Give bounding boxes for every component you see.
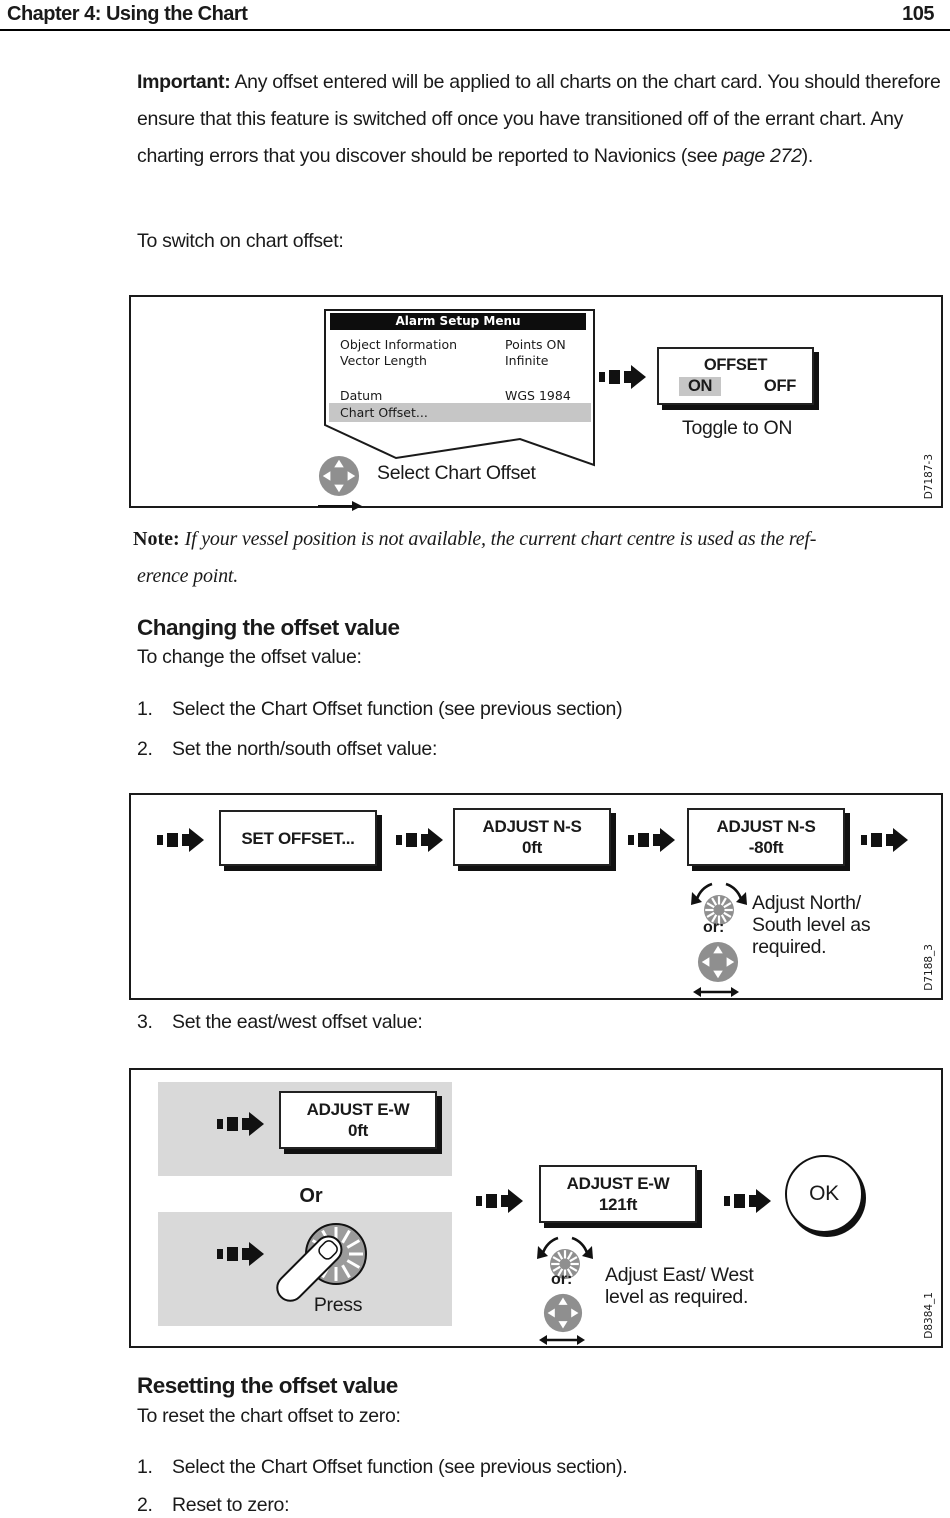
step-number: 3. [137, 1011, 153, 1033]
rotary-knob-icon [691, 882, 747, 925]
rotary-knob-icon [537, 1236, 593, 1279]
note-label: Note: [133, 528, 180, 550]
or-label: or: [551, 1271, 573, 1288]
menu-row-value: Points ON [505, 337, 566, 352]
menu-row-value: Infinite [505, 353, 549, 368]
resetting-lead: To reset the chart offset to zero: [137, 1405, 401, 1427]
menu-row-value: WGS 1984 [505, 388, 571, 403]
adjust-ew-caption: Adjust East/ West level as required. [605, 1264, 754, 1308]
figure-id: D7188_3 [923, 944, 935, 991]
important-paragraph: Important: Any offset entered will be ap… [137, 64, 949, 175]
menu-row-object-information: Object Information Points ON [340, 337, 586, 353]
softkey-value: 0ft [348, 1121, 368, 1140]
or-label: or: [703, 919, 725, 936]
softkey-value: 0ft [522, 838, 542, 857]
chapter-title: Chapter 4: Using the Chart [7, 3, 248, 25]
offset-toggle-box: OFFSET ON OFF [657, 347, 814, 405]
softkey-label: ADJUST N-S [482, 817, 582, 836]
joystick-icon [697, 941, 739, 983]
dashed-arrow-icon [724, 1189, 771, 1213]
resetting-step-2: 2. Reset to zero: [137, 1494, 290, 1517]
changing-step-1: 1. Select the Chart Offset function (see… [137, 698, 623, 721]
step-number: 1. [137, 1456, 153, 1478]
dashed-arrow-icon [628, 828, 675, 852]
press-caption: Press [313, 1294, 363, 1316]
step-number: 2. [137, 738, 153, 760]
dashed-arrow-icon [476, 1189, 523, 1213]
ok-button: OK [785, 1155, 863, 1233]
toggle-caption: Toggle to ON [682, 417, 793, 439]
dashed-arrow-icon [599, 365, 646, 389]
step-text: Select the Chart Offset function (see pr… [172, 1456, 628, 1478]
dashed-arrow-icon [157, 828, 204, 852]
softkey-label: ADJUST E-W [306, 1100, 410, 1119]
step-number: 1. [137, 698, 153, 720]
step-text: Set the east/west offset value: [172, 1011, 423, 1033]
dashed-arrow-icon [217, 1112, 264, 1136]
step-text: Set the north/south offset value: [172, 738, 438, 760]
select-chart-offset-caption: Select Chart Offset [377, 462, 536, 484]
softkey-label: ADJUST E-W [566, 1174, 670, 1193]
menu-row-datum: Datum WGS 1984 [340, 388, 586, 404]
left-right-arrow-icon [539, 1335, 585, 1345]
adjust-ns-0-softkey: ADJUST N-S 0ft [453, 808, 611, 866]
trackpad-icon [318, 455, 360, 497]
figure-north-south-offset: SET OFFSET... ADJUST N-S 0ft ADJUST N-S … [129, 793, 943, 1000]
important-text: Any offset entered will be applied to al… [137, 71, 941, 167]
note-paragraph: Note: If your vessel position is not ava… [133, 528, 816, 551]
changing-lead: To change the offset value: [137, 646, 362, 668]
figure-id: D8384_1 [923, 1292, 935, 1339]
menu-row-label: Vector Length [340, 353, 427, 368]
set-offset-softkey: SET OFFSET... [219, 810, 377, 866]
dashed-arrow-icon [861, 828, 908, 852]
figure-east-west-offset: ADJUST E-W 0ft Or Press [129, 1068, 943, 1348]
important-label: Important: [137, 71, 231, 93]
adjust-ew-121-softkey: ADJUST E-W 121ft [539, 1165, 697, 1223]
page-number: 105 [902, 3, 934, 25]
softkey-label: ADJUST N-S [716, 817, 816, 836]
menu-row-label: Object Information [340, 337, 458, 352]
note-text-line1: If your vessel position is not available… [184, 528, 817, 550]
or-divider: Or [299, 1185, 323, 1207]
dashed-arrow-icon [396, 828, 443, 852]
figure-id: D7187-3 [923, 453, 935, 499]
note-text-line2: erence point. [137, 565, 239, 587]
offset-on-option: ON [679, 377, 722, 396]
softkey-label: SET OFFSET... [241, 828, 355, 848]
adjust-ns-80-softkey: ADJUST N-S -80ft [687, 808, 845, 866]
dashed-arrow-icon [217, 1242, 264, 1266]
note-paragraph-line2: erence point. [137, 565, 238, 588]
right-arrow-icon [318, 501, 362, 511]
menu-title-bar: Alarm Setup Menu [330, 313, 586, 330]
changing-step-3: 3. Set the east/west offset value: [137, 1011, 423, 1034]
offset-box-title: OFFSET [703, 356, 768, 374]
alarm-setup-menu-panel: Alarm Setup Menu Object Information Poin… [324, 309, 596, 473]
changing-heading: Changing the offset value [137, 615, 400, 640]
callout-outline [324, 309, 595, 467]
step-text: Reset to zero: [172, 1494, 290, 1516]
menu-row-vector-length: Vector Length Infinite [340, 353, 586, 369]
step-number: 2. [137, 1494, 153, 1516]
adjust-ns-caption: Adjust North/ South level as required. [752, 892, 871, 958]
page-header: Chapter 4: Using the Chart 105 [0, 0, 950, 31]
adjust-ew-0-softkey: ADJUST E-W 0ft [279, 1091, 437, 1149]
step-text: Select the Chart Offset function (see pr… [172, 698, 623, 720]
switch-on-lead: To switch on chart offset: [137, 230, 344, 252]
left-right-arrow-icon [693, 987, 739, 997]
resetting-heading: Resetting the offset value [137, 1373, 398, 1398]
page-reference: page 272 [722, 145, 802, 167]
press-knob-icon [276, 1223, 367, 1302]
resetting-step-1: 1. Select the Chart Offset function (see… [137, 1456, 628, 1479]
menu-row-chart-offset-highlighted: Chart Offset... [329, 403, 591, 422]
joystick-icon [543, 1293, 583, 1333]
softkey-value: 121ft [598, 1195, 638, 1214]
ok-label: OK [809, 1182, 839, 1205]
menu-row-label: Datum [340, 388, 383, 403]
changing-step-2: 2. Set the north/south offset value: [137, 738, 437, 761]
offset-off-option: OFF [763, 377, 796, 395]
important-text-end: ). [801, 145, 814, 167]
figure-switch-on-offset: Alarm Setup Menu Object Information Poin… [129, 295, 943, 511]
softkey-value: -80ft [748, 838, 784, 857]
